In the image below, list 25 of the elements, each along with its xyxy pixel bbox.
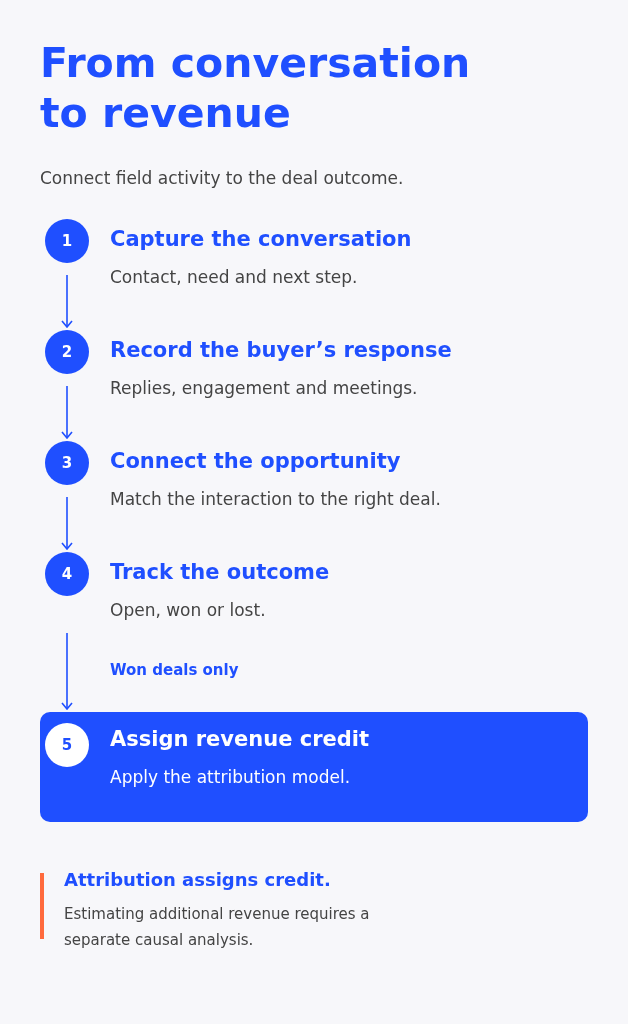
step-number-circle: 4 <box>45 552 89 596</box>
step-description: Apply the attribution model. <box>110 767 351 787</box>
edge-label: Won deals only <box>110 661 239 679</box>
step-number-circle: 1 <box>45 219 89 263</box>
note-heading: Attribution assigns credit. <box>64 869 331 890</box>
title: From conversation to revenue <box>40 38 472 138</box>
arrow <box>61 496 73 550</box>
subtitle: Connect field activity to the deal outcome. <box>40 168 404 188</box>
highlight-step-card <box>40 712 588 822</box>
step-description: Match the interaction to the right deal. <box>110 489 441 509</box>
step-number-circle: 2 <box>45 330 89 374</box>
step-heading: Connect the opportunity <box>110 449 401 473</box>
arrow <box>61 274 73 328</box>
step-description: Replies, engagement and meetings. <box>110 378 418 398</box>
step-number-circle: 3 <box>45 441 89 485</box>
step-number-circle: 5 <box>45 723 89 767</box>
note-text: Estimating additional revenue requires a separate causal analysis. <box>64 904 371 951</box>
arrow <box>61 632 73 710</box>
arrow <box>61 385 73 439</box>
step-heading: Record the buyer’s response <box>110 338 452 362</box>
step-heading: Assign revenue credit <box>110 727 370 751</box>
step-heading: Capture the conversation <box>110 227 412 251</box>
step-description: Contact, need and next step. <box>110 267 358 287</box>
step-heading: Track the outcome <box>110 560 330 584</box>
step-description: Open, won or lost. <box>110 600 266 620</box>
